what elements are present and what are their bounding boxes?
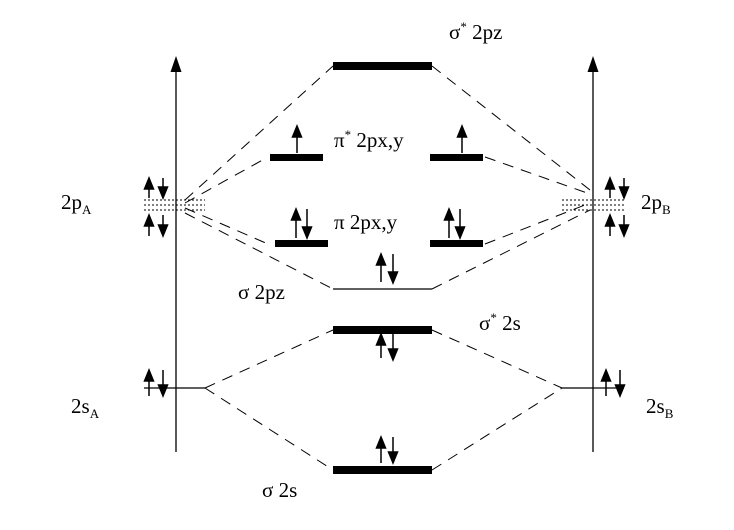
label-sigma-star-2pz: σ* 2pz <box>449 19 503 44</box>
electron-up-arrow <box>456 124 468 153</box>
electron-down-arrow <box>387 254 399 285</box>
pi-2px-level <box>275 240 328 247</box>
label-pi-2pxy: π 2px,y <box>334 210 398 234</box>
pi-star-2py-level <box>430 154 483 161</box>
electron-down-arrow <box>387 334 399 362</box>
axis-left <box>170 56 182 452</box>
label-sigma-star-2s: σ* 2s <box>479 310 521 335</box>
sigma-star-2pz-level <box>333 62 432 70</box>
pi-star-2px-level <box>270 154 323 161</box>
electron-down-arrow <box>618 215 630 238</box>
electron-up-arrow <box>443 207 455 238</box>
electron-up-arrow <box>604 213 616 236</box>
pi-2py-level <box>430 240 483 247</box>
electron-up-arrow <box>290 207 302 238</box>
label-atom-b-2p: 2pB <box>641 190 671 217</box>
electron-up-arrow <box>143 368 155 396</box>
electron-down-arrow <box>301 209 313 240</box>
electron-down-arrow <box>157 215 169 238</box>
electron-down-arrow <box>454 209 466 240</box>
label-atom-a-2p: 2pA <box>61 190 92 217</box>
electrons <box>143 124 630 465</box>
electron-up-arrow <box>375 435 387 463</box>
electron-down-arrow <box>614 370 626 398</box>
electron-up-arrow <box>375 332 387 358</box>
label-sigma-2s: σ 2s <box>262 478 298 502</box>
label-sigma-2pz: σ 2pz <box>238 280 285 304</box>
label-atom-a-2s: 2sA <box>71 394 100 421</box>
axis-right <box>587 56 599 452</box>
sigma-2s-level <box>333 466 432 474</box>
electron-down-arrow <box>157 178 169 200</box>
sigma-star-2s-level <box>333 326 432 334</box>
electron-down-arrow <box>618 178 630 200</box>
electron-down-arrow <box>387 437 399 465</box>
electron-down-arrow <box>157 370 169 398</box>
label-atom-b-2s: 2sB <box>646 394 674 421</box>
electron-up-arrow <box>604 176 616 198</box>
electron-up-arrow <box>600 368 612 396</box>
atom-a-2p-levels <box>144 199 205 211</box>
electron-up-arrow <box>143 213 155 236</box>
electron-up-arrow <box>375 252 387 282</box>
electron-up-arrow <box>143 176 155 198</box>
electron-up-arrow <box>291 124 303 153</box>
label-pi-star-2pxy: π* 2px,y <box>334 127 404 152</box>
correlation-lines <box>184 65 591 471</box>
